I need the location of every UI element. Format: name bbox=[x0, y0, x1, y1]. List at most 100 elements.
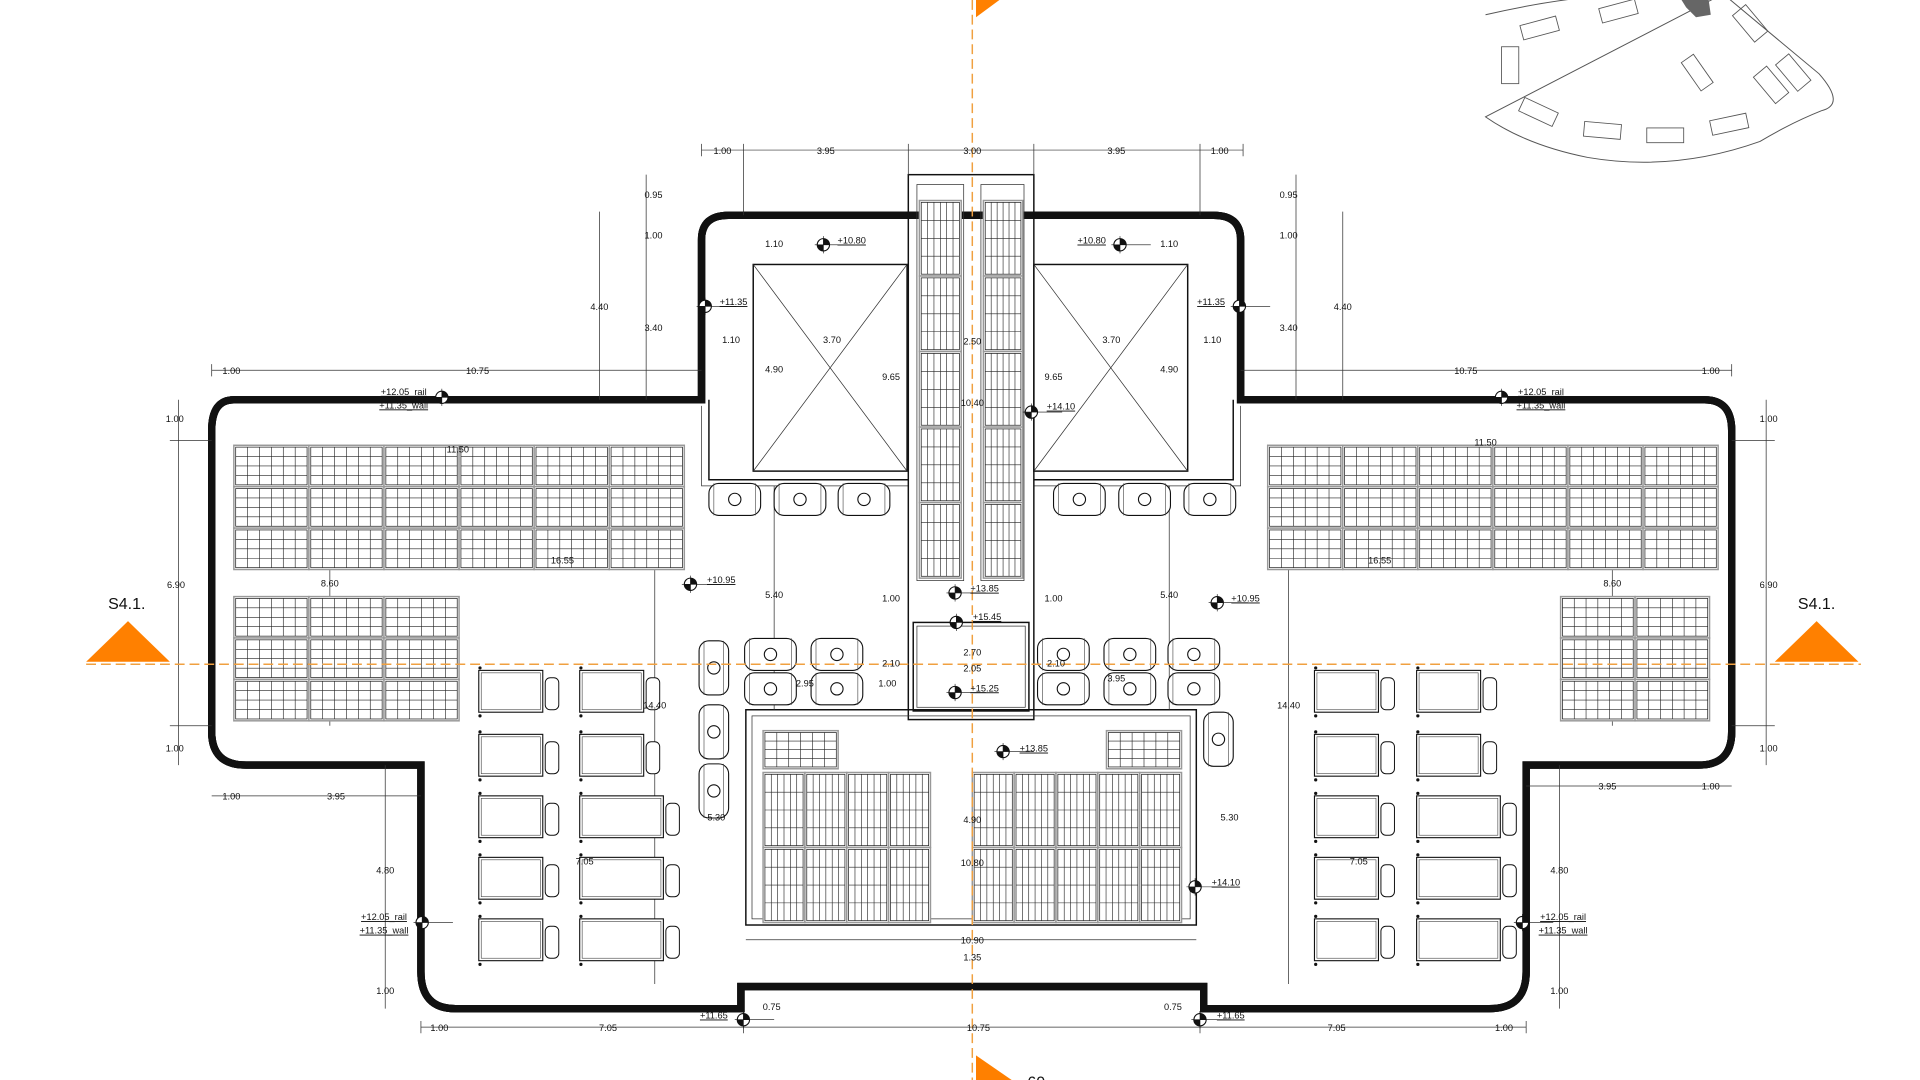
solar-panel bbox=[308, 678, 385, 722]
building-outline bbox=[212, 215, 1736, 1008]
solar-panel bbox=[1055, 771, 1099, 849]
solar-panel bbox=[1567, 527, 1644, 571]
dim-label: 0.75 bbox=[1164, 1002, 1182, 1012]
solar-panel bbox=[1567, 444, 1644, 488]
solar-panel bbox=[233, 595, 310, 639]
solar-panel bbox=[1055, 846, 1099, 924]
solar-panel bbox=[533, 444, 610, 488]
dim-label: 9.65 bbox=[882, 372, 900, 382]
solar-panel bbox=[233, 527, 310, 571]
level-marker-icon bbox=[433, 388, 473, 406]
ac-unit bbox=[478, 791, 560, 843]
dim-label: 1.00 bbox=[166, 744, 184, 754]
solar-panel bbox=[458, 444, 535, 488]
rooftop-equipment bbox=[478, 482, 1517, 966]
solar-panel bbox=[804, 771, 848, 849]
dim-label: 2.10 bbox=[1047, 659, 1065, 669]
water-tank bbox=[1103, 672, 1157, 706]
level-label: +12.05_rail bbox=[1518, 387, 1564, 397]
solar-panel bbox=[458, 527, 535, 571]
water-tank bbox=[698, 763, 730, 819]
solar-panel bbox=[1642, 485, 1719, 529]
dim-label: 1.00 bbox=[1045, 594, 1063, 604]
solar-panel bbox=[918, 199, 962, 277]
solar-panel bbox=[918, 501, 962, 579]
level-marker-icon bbox=[681, 575, 722, 593]
solar-panel bbox=[982, 501, 1024, 579]
dim-label: 5.30 bbox=[707, 812, 725, 822]
section-marker-top-icon[interactable] bbox=[976, 0, 1000, 18]
water-tank bbox=[744, 637, 797, 671]
water-tank bbox=[810, 637, 864, 671]
dim-label: 16.55 bbox=[1368, 555, 1391, 565]
solar-panel bbox=[762, 729, 839, 770]
solar-panel bbox=[383, 485, 460, 529]
solar-panel bbox=[1634, 595, 1711, 639]
solar-panel bbox=[846, 846, 890, 924]
water-tank bbox=[1167, 672, 1221, 706]
ac-unit bbox=[579, 791, 680, 843]
solar-panel bbox=[1559, 595, 1636, 639]
solar-panel bbox=[308, 485, 385, 529]
dim-label: 11.50 bbox=[1474, 437, 1496, 447]
level-label: +10.80 bbox=[1077, 236, 1105, 246]
ac-unit bbox=[579, 666, 661, 718]
ac-unit bbox=[1313, 853, 1395, 905]
dim-label: 1.00 bbox=[878, 678, 896, 688]
bottom-marker-label: 60 bbox=[1027, 1074, 1045, 1080]
solar-panel bbox=[308, 527, 385, 571]
level-label: +10.95 bbox=[1231, 594, 1259, 604]
solar-panel bbox=[1492, 527, 1569, 571]
level-label: +11.35_wall bbox=[360, 926, 409, 936]
level-label: +11.35_wall bbox=[1517, 400, 1566, 410]
dim-label: 1.00 bbox=[222, 366, 240, 376]
dim-label: 7.05 bbox=[1350, 857, 1368, 867]
dim-label: 5.40 bbox=[1160, 590, 1178, 600]
solar-panel bbox=[383, 678, 460, 722]
dim-label: 4.80 bbox=[1550, 865, 1568, 875]
solar-panel bbox=[1634, 678, 1711, 722]
ac-unit bbox=[1313, 914, 1395, 966]
ac-unit bbox=[1416, 666, 1498, 718]
dim-label: 0.95 bbox=[1280, 190, 1298, 200]
dim-label: 4.40 bbox=[590, 302, 608, 312]
water-tank bbox=[1036, 637, 1090, 671]
dim-label: 1.00 bbox=[376, 986, 394, 996]
dim-label: 4.90 bbox=[1160, 365, 1178, 375]
dim-label: 1.10 bbox=[1160, 239, 1178, 249]
solar-panel bbox=[1342, 444, 1419, 488]
level-marker-icon bbox=[1230, 297, 1271, 315]
lower-solar-enclosure bbox=[745, 709, 1198, 926]
solar-panel bbox=[608, 485, 686, 529]
water-tank bbox=[1203, 711, 1234, 767]
dim-label: 1.35 bbox=[963, 953, 981, 963]
dim-label: 14.40 bbox=[643, 701, 666, 711]
solar-panel bbox=[233, 678, 310, 722]
dim-label: 8.60 bbox=[321, 579, 339, 589]
level-label: +11.35 bbox=[720, 297, 748, 307]
ac-unit bbox=[1416, 730, 1498, 782]
section-marker-bottom-icon[interactable] bbox=[976, 1055, 1012, 1080]
section-marker-left-icon[interactable] bbox=[86, 621, 170, 662]
solar-panel bbox=[1417, 444, 1494, 488]
solar-panel bbox=[308, 444, 385, 488]
solar-panel bbox=[233, 485, 310, 529]
solar-panel bbox=[533, 527, 610, 571]
solar-panel bbox=[762, 846, 806, 924]
section-marker-right-icon[interactable] bbox=[1774, 621, 1859, 662]
dim-label: 10.75 bbox=[1454, 366, 1477, 376]
dim-label: 3.95 bbox=[327, 792, 345, 802]
dim-label: 5.40 bbox=[765, 590, 783, 600]
dim-label: 0.75 bbox=[763, 1002, 781, 1012]
solar-panel bbox=[918, 350, 962, 428]
dim-label: 10.90 bbox=[961, 935, 984, 945]
dim-label: 1.00 bbox=[1760, 414, 1778, 424]
dim-label: 2.95 bbox=[796, 678, 814, 688]
dim-label: 0.95 bbox=[645, 190, 663, 200]
dim-label: 3.95 bbox=[1107, 146, 1125, 156]
dim-label: 3.95 bbox=[1598, 782, 1616, 792]
level-marker-icon bbox=[814, 236, 855, 254]
solar-panel bbox=[1013, 771, 1057, 849]
dim-label: 2.10 bbox=[882, 659, 900, 669]
dim-label: 11.50 bbox=[447, 445, 469, 455]
